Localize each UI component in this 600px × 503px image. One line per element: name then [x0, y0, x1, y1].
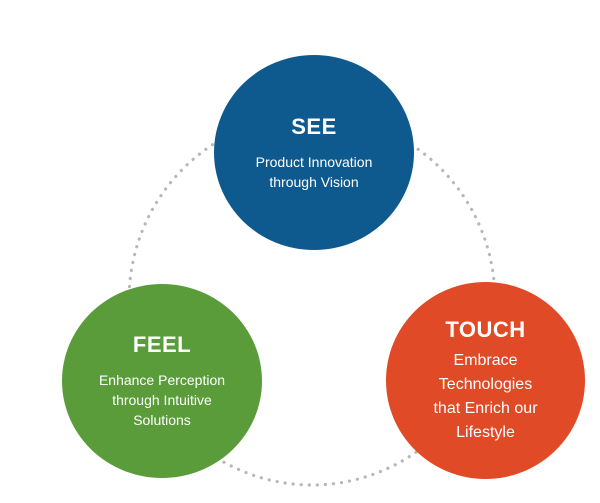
see-circle: SEE Product Innovation through Vision — [214, 55, 414, 250]
feel-circle: FEEL Enhance Perception through Intuitiv… — [62, 284, 262, 478]
touch-circle: TOUCH Embrace Technologies that Enrich o… — [386, 282, 585, 479]
feel-subtitle: Enhance Perception through Intuitive Sol… — [98, 372, 226, 428]
feel-title: FEEL — [132, 332, 192, 357]
touch-title: TOUCH — [445, 316, 526, 342]
see-subtitle: Product Innovation through Vision — [255, 153, 373, 190]
touch-subtitle: Embrace Technologies that Enrich our Lif… — [433, 351, 538, 441]
see-title: SEE — [291, 113, 337, 139]
